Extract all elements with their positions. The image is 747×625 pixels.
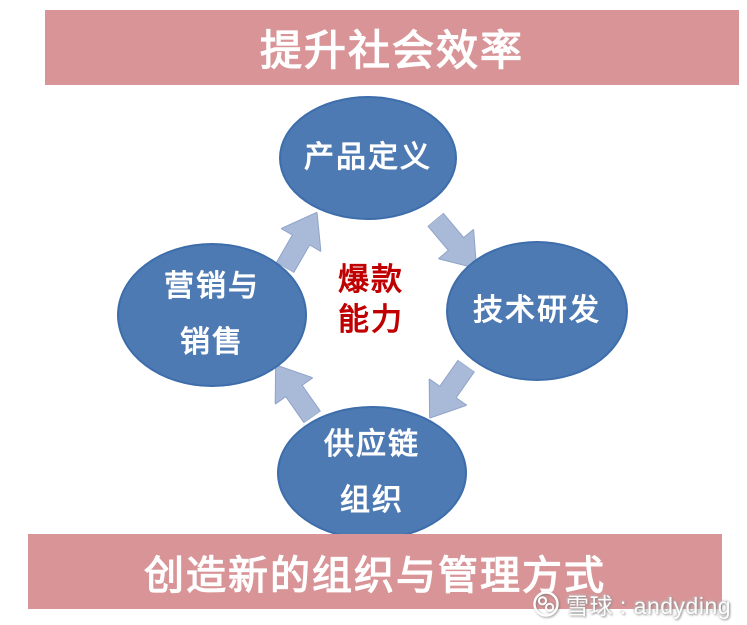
node-product-definition: 产品定义: [279, 96, 457, 220]
top-banner-label: 提升社会效率: [259, 27, 524, 74]
center-label-hit-product-capability: 爆款 能力: [311, 264, 431, 335]
watermark: 雪球 : andyding: [531, 586, 731, 622]
node-label-line1: 供应链: [324, 428, 420, 461]
arrow-product-to-tech: [427, 212, 478, 270]
top-banner: 提升社会效率: [45, 10, 739, 85]
node-label: 产品定义: [304, 141, 432, 174]
arrow-marketing-to-product: [275, 211, 322, 274]
center-label-line1: 爆款: [338, 262, 404, 297]
node-label-line2: 组织: [340, 484, 404, 517]
center-label-line2: 能力: [338, 302, 404, 337]
bottom-banner: 创造新的组织与管理方式: [28, 534, 722, 609]
node-label: 技术研发: [473, 294, 601, 327]
arrow-tech-to-supply: [428, 359, 476, 419]
node-supply-chain-organization: 供应链 组织: [277, 406, 467, 540]
node-tech-rd: 技术研发: [446, 241, 628, 381]
bottom-banner-label: 创造新的组织与管理方式: [144, 553, 606, 598]
arrow-supply-to-marketing: [274, 364, 322, 424]
node-marketing-and-sales: 营销与 销售: [117, 243, 307, 387]
watermark-text: 雪球 : andyding: [566, 593, 732, 619]
node-label-line1: 营销与: [164, 270, 260, 303]
xueqiu-logo-icon: [533, 591, 559, 617]
node-label-line2: 销售: [180, 326, 244, 359]
